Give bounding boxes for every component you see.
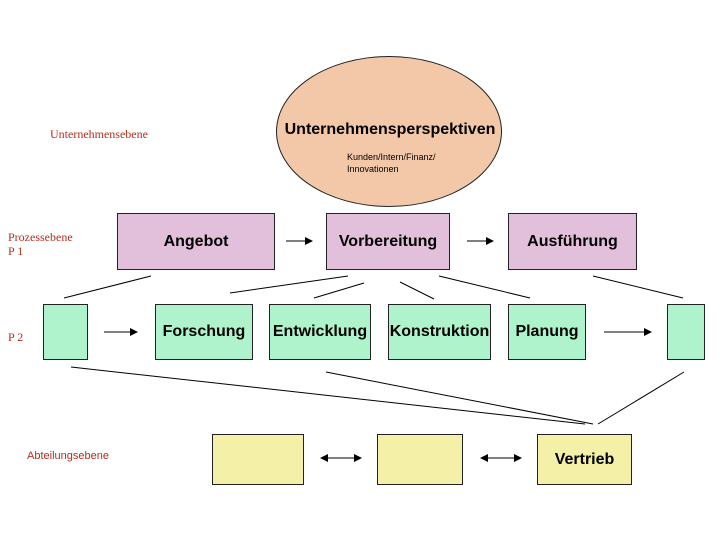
p1-box-label: Ausführung <box>527 232 618 250</box>
p2-box-label: Entwicklung <box>272 323 368 340</box>
dept-box-vertrieb: Vertrieb <box>537 434 632 485</box>
p1-box-label: Angebot <box>163 232 229 250</box>
ellipse-subtitle-line1: Kunden/Intern/Finanz/ <box>347 152 436 162</box>
p2-box-forschung: Forschung <box>155 304 253 360</box>
dept-box-empty-1 <box>212 434 304 485</box>
level-label-abteilungsebene: Abteilungsebene <box>27 450 109 462</box>
p2-box-label: Forschung <box>162 323 246 340</box>
dept-box-empty-2 <box>377 434 463 485</box>
level-label-prozessebene: Prozessebene P 1 <box>8 230 73 258</box>
p2-box-entwicklung: Entwicklung <box>269 304 371 360</box>
level-label-p2: P 2 <box>8 330 24 344</box>
ellipse-subtitle: Kunden/Intern/Finanz/ Innovationen <box>347 151 436 175</box>
p1-box-label: Vorbereitung <box>338 232 438 250</box>
p1-box-vorbereitung: Vorbereitung <box>326 213 450 270</box>
p2-dept-connectors <box>70 366 685 425</box>
p2-box-planung: Planung <box>508 304 586 360</box>
p2-box-empty-left <box>43 304 88 360</box>
level-label-prozessebene-line1: Prozessebene <box>8 230 73 244</box>
p2-box-konstruktion: Konstruktion <box>388 304 491 360</box>
p1-box-ausfuehrung: Ausführung <box>508 213 637 270</box>
dept-box-label: Vertrieb <box>554 450 615 468</box>
p2-box-label: Planung <box>515 323 579 340</box>
level-label-prozessebene-line2: P 1 <box>8 244 24 258</box>
unternehmensperspektiven-ellipse: Unternehmensperspektiven Kunden/Intern/F… <box>276 56 502 207</box>
p2-box-label: Konstruktion <box>389 323 490 340</box>
p1-p2-connectors <box>63 275 684 300</box>
p2-box-empty-right <box>667 304 705 360</box>
p1-box-angebot: Angebot <box>117 213 275 270</box>
level-label-unternehmensebene: Unternehmensebene <box>50 127 148 141</box>
ellipse-title: Unternehmensperspektiven <box>284 121 496 138</box>
ellipse-subtitle-line2: Innovationen <box>347 164 399 174</box>
